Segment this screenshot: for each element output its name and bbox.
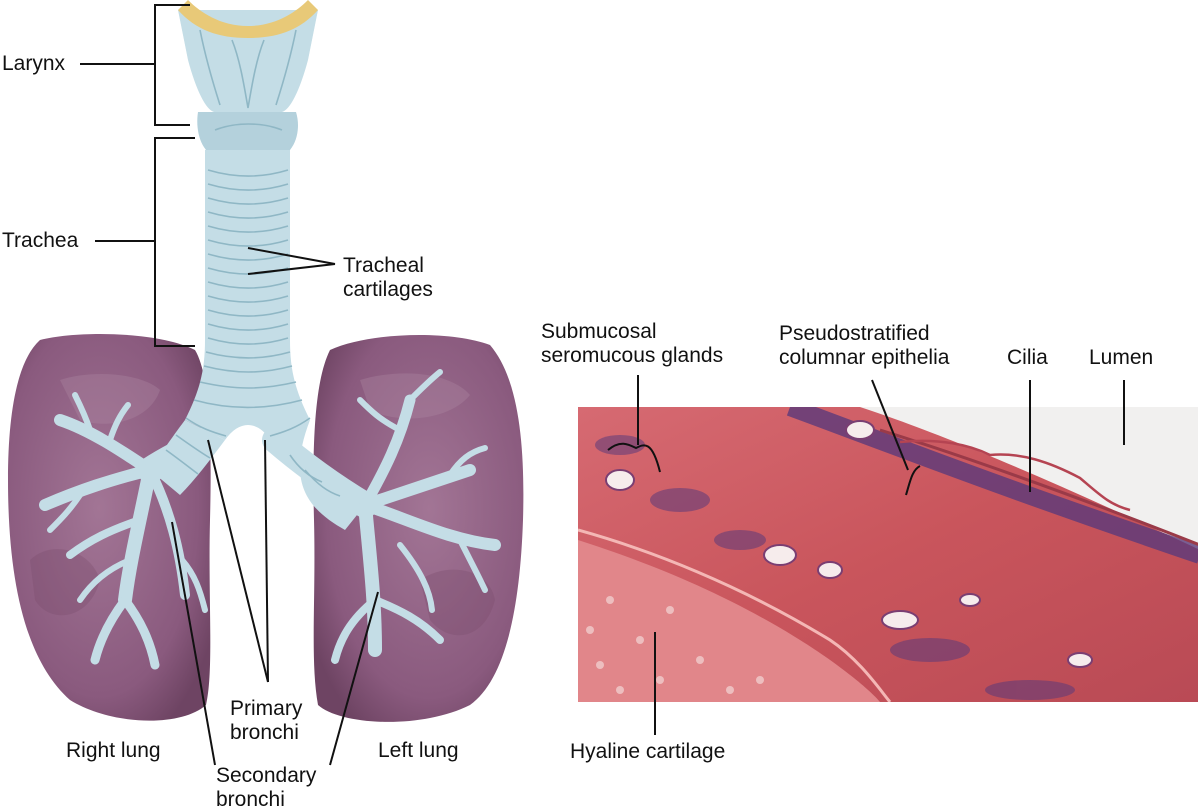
- primary-bronchi-line-2: bronchi: [230, 721, 302, 745]
- secondary-bronchi-line-2: bronchi: [216, 788, 316, 812]
- primary-bronchi-label: Primary bronchi: [230, 697, 302, 745]
- larynx-shape: [178, 0, 318, 150]
- right-lung-shape: [8, 334, 211, 721]
- secondary-bronchi-line-1: Secondary: [216, 764, 316, 788]
- lumen-label: Lumen: [1089, 346, 1153, 370]
- tracheal-cartilages-label: Tracheal cartilages: [343, 254, 433, 302]
- right-lung-label: Right lung: [66, 739, 161, 763]
- tracheal-cartilages-line-2: cartilages: [343, 278, 433, 302]
- submucosal-glands-line-2: seromucous glands: [541, 344, 723, 368]
- left-lung-label: Left lung: [378, 739, 459, 763]
- submucosal-glands-label: Submucosal seromucous glands: [541, 320, 723, 368]
- secondary-bronchi-label: Secondary bronchi: [216, 764, 316, 812]
- trachea-label: Trachea: [2, 229, 78, 253]
- tracheal-cartilages-line-1: Tracheal: [343, 254, 433, 278]
- primary-bronchi-line-1: Primary: [230, 697, 302, 721]
- tracheal-micrograph: [578, 407, 1200, 702]
- pseudostratified-line-1: Pseudostratified: [779, 322, 949, 346]
- hyaline-cartilage-label: Hyaline cartilage: [570, 740, 725, 764]
- submucosal-glands-line-1: Submucosal: [541, 320, 723, 344]
- larynx-label: Larynx: [2, 52, 65, 76]
- pseudostratified-label: Pseudostratified columnar epithelia: [779, 322, 949, 370]
- pseudostratified-line-2: columnar epithelia: [779, 346, 949, 370]
- cilia-label: Cilia: [1007, 346, 1048, 370]
